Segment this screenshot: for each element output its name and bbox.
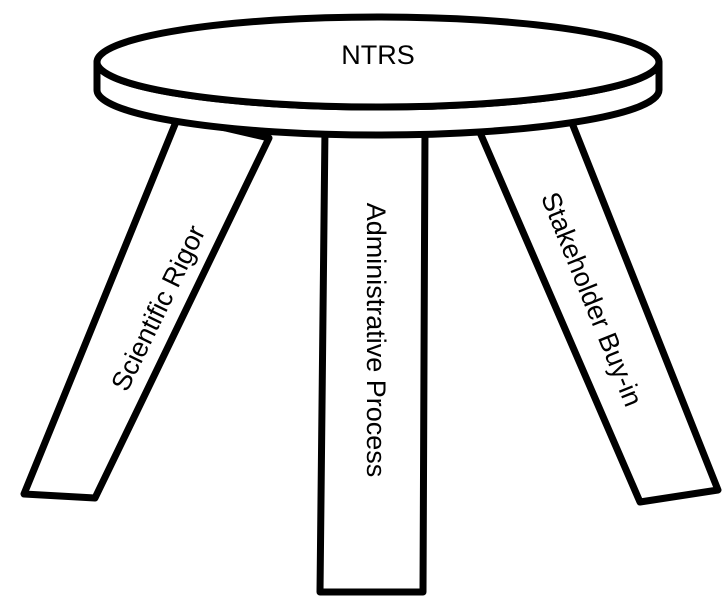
stool-seat: NTRS	[93, 13, 663, 139]
seat-label: NTRS	[341, 40, 415, 70]
leg-middle-label: Administrative Process	[361, 203, 391, 478]
leg-middle: Administrative Process	[316, 124, 429, 596]
leg-right: Stakeholder Buy-in	[474, 114, 722, 506]
seat-top	[93, 13, 663, 111]
leg-left: Scientific Rigor	[20, 113, 273, 502]
